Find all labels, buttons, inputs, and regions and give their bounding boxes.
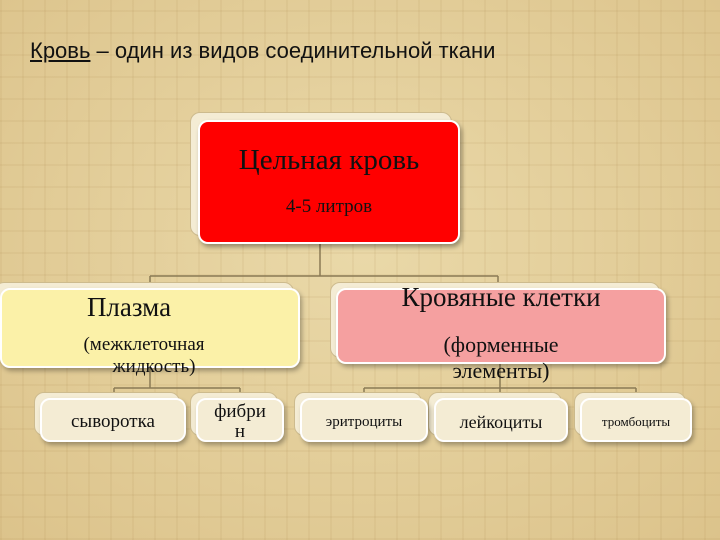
whole-blood-label: Цельная кровь bbox=[238, 144, 420, 176]
title-underlined-word: Кровь bbox=[30, 38, 91, 63]
leukocytes-node: лейкоциты bbox=[434, 398, 568, 442]
fibrin-node: фибри н bbox=[196, 398, 284, 442]
plasma-sublabel: (межклеточная жидкость) bbox=[2, 334, 298, 378]
title-rest: – один из видов соединительной ткани bbox=[90, 38, 496, 63]
blood-cells-sublabel-line2: элементы) bbox=[452, 358, 550, 383]
blood-cells-sublabel: (форменные элементы) bbox=[338, 332, 664, 384]
blood-cells-sublabel-line1: (форменные bbox=[443, 332, 559, 357]
thrombocytes-node: тромбоциты bbox=[580, 398, 692, 442]
plasma-node: Плазма (межклеточная жидкость) bbox=[0, 288, 300, 377]
plasma-sublabel-line2: жидкость) bbox=[112, 356, 196, 377]
whole-blood-node: Цельная кровь 4-5 литров bbox=[198, 120, 460, 244]
blood-cells-label: Кровяные клетки bbox=[401, 282, 601, 312]
blood-cells-node: Кровяные клетки (форменные элементы) bbox=[336, 282, 666, 383]
fibrin-label-line1: фибри bbox=[214, 401, 266, 422]
plasma-label: Плазма bbox=[86, 292, 172, 322]
fibrin-label-line2: н bbox=[234, 421, 246, 442]
connector-root-to-level2 bbox=[149, 244, 499, 288]
plasma-sublabel-line1: (межклеточная bbox=[83, 334, 205, 355]
slide-title: Кровь – один из видов соединительной тка… bbox=[30, 38, 700, 64]
connector-plasma-to-leaves bbox=[113, 368, 241, 398]
erythrocytes-node: эритроциты bbox=[300, 398, 428, 442]
whole-blood-volume: 4-5 литров bbox=[285, 196, 373, 217]
serum-node: сыворотка bbox=[40, 398, 186, 442]
